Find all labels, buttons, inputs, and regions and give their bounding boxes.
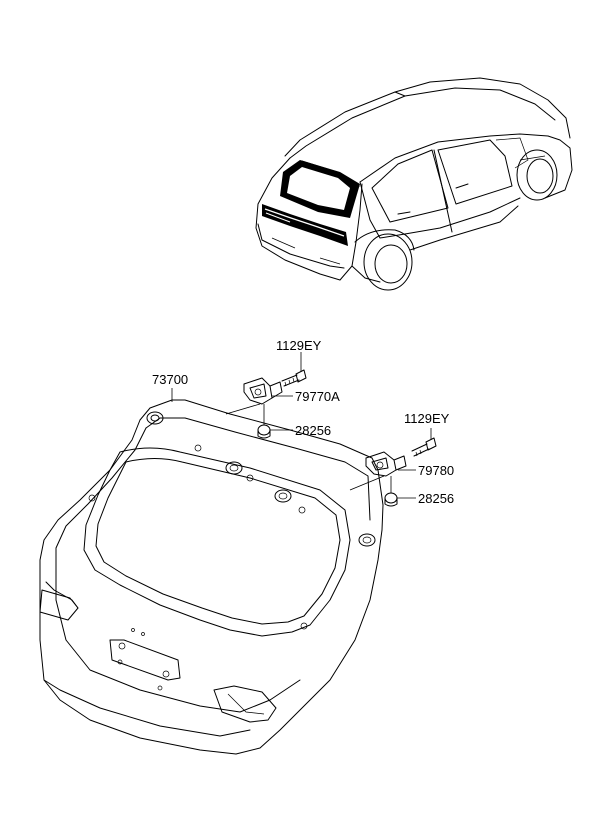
label-hinge-right: 79780	[418, 463, 454, 478]
hinge-right-icon	[365, 451, 407, 477]
label-nut-left: 28256	[295, 423, 331, 438]
vehicle-illustration	[255, 77, 573, 291]
label-nut-right: 28256	[418, 491, 454, 506]
hinge-right-assembly	[349, 428, 437, 507]
bolt-right-icon	[411, 437, 437, 457]
label-bolt-left: 1129EY	[276, 338, 322, 353]
hinge-left-assembly	[225, 352, 307, 439]
tailgate-panel	[39, 399, 384, 755]
label-hinge-left: 79770A	[295, 389, 340, 404]
label-tailgate: 73700	[152, 372, 188, 387]
nut-left-icon	[257, 424, 271, 439]
nut-right-icon	[384, 492, 398, 507]
bolt-left-icon	[281, 369, 307, 387]
hinge-left-icon	[243, 377, 283, 405]
label-bolt-right: 1129EY	[404, 411, 450, 426]
